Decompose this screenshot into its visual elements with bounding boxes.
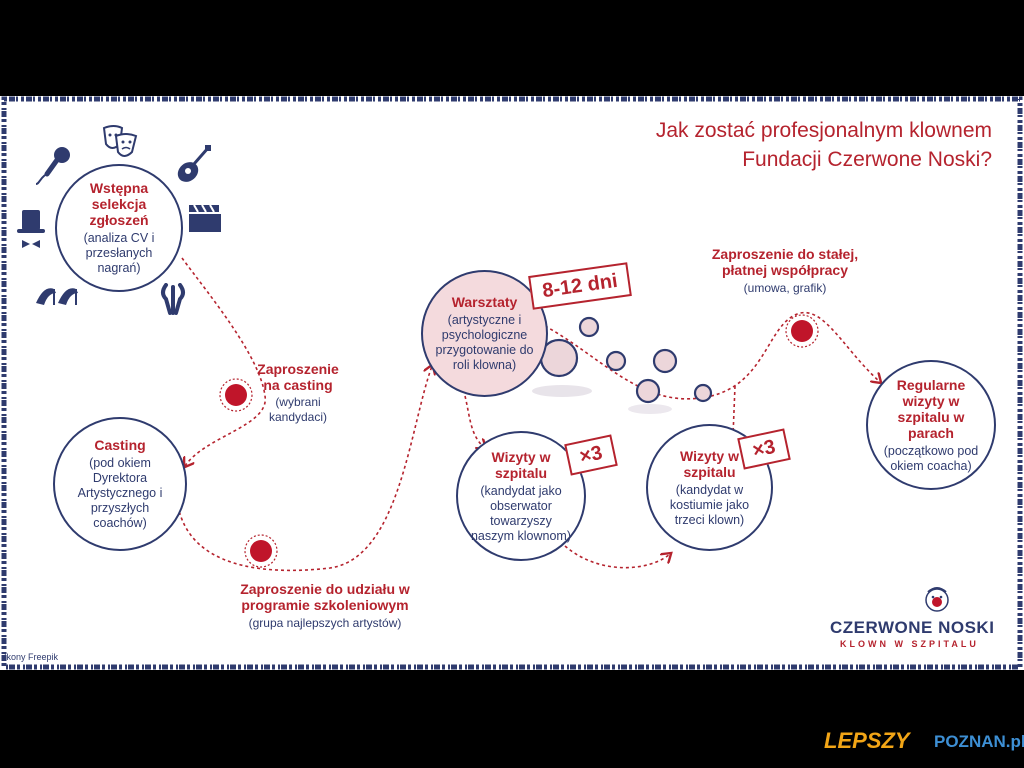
- node-visits-observer: Wizyty w szpitalu (kandydat jako obserwa…: [456, 431, 586, 561]
- logo-name: CZERWONE NOSKI: [830, 618, 995, 637]
- milestone-training-invite: Zaproszenie do udziału w programie szkol…: [220, 581, 430, 631]
- watermark-lepszy: LEPSZY: [824, 728, 910, 753]
- node-heading: Wizyty w szpitalu: [680, 447, 739, 480]
- juggling-clubs-icon: [161, 283, 185, 315]
- node-casting: Casting (pod okiem Dyrektora Artystyczne…: [53, 417, 187, 551]
- milestone-detail: (wybrani kandydaci): [268, 395, 328, 424]
- icons-credit: Ikony Freepik: [4, 652, 59, 662]
- heels-icon: [36, 288, 78, 305]
- milestone-heading: Zaproszenie do stałej, płatnej współprac…: [711, 246, 859, 278]
- process-paths: [177, 257, 1024, 572]
- node-initial-selection: Wstępna selekcja zgłoszeń (analiza CV i …: [55, 164, 183, 292]
- logo-tagline: KLOWN W SZPITALU: [840, 639, 979, 649]
- node-heading: Wstępna selekcja zgłoszeń: [89, 180, 149, 228]
- node-detail: (kandydat w kostiumie jako trzeci klown): [669, 482, 750, 527]
- title-line-1: Jak zostać profesjonalnym klownem: [655, 119, 992, 142]
- watermark-poznan: POZNAN.pl: [934, 732, 1024, 751]
- milestone-heading: Zaproszenie na casting: [257, 361, 339, 393]
- clown-nose-icon: [925, 587, 949, 612]
- node-workshops: Warsztaty (artystyczne i psychologiczne …: [421, 270, 548, 397]
- bubbles-decoration: [532, 316, 713, 414]
- milestone-dot-training: [244, 534, 278, 568]
- milestone-casting-invite: Zaproszenie na casting (wybrani kandydac…: [248, 361, 348, 425]
- infographic-panel: Jak zostać profesjonalnym klownem Fundac…: [0, 96, 1024, 670]
- node-detail: (pod okiem Dyrektora Artystycznego i prz…: [77, 456, 163, 530]
- title-line-2: Fundacji Czerwone Noski?: [742, 148, 992, 171]
- milestone-heading: Zaproszenie do udziału w programie szkol…: [240, 581, 410, 613]
- node-detail: (kandydat jako obserwator towarzyszy nas…: [470, 483, 572, 543]
- top-hat-icon: [17, 210, 45, 248]
- guitar-icon: [177, 145, 211, 182]
- microphone-icon: [35, 147, 70, 185]
- milestone-detail: (grupa najlepszych artystów): [248, 616, 402, 630]
- node-heading: Wizyty w szpitalu: [491, 448, 551, 481]
- node-detail: (artystyczne i psychologiczne przygotowa…: [435, 313, 534, 372]
- node-heading: Regularne wizyty w szpitalu w parach: [896, 376, 966, 441]
- milestone-dot-permanent: [785, 314, 819, 348]
- milestone-dot-casting: [219, 378, 253, 412]
- page-title: Jak zostać profesjonalnym klownem Fundac…: [656, 116, 992, 174]
- node-detail: (początkowo pod okiem coacha): [883, 443, 979, 473]
- node-heading: Casting: [94, 437, 146, 453]
- theater-masks-icon: [102, 125, 138, 157]
- clapperboard-icon: [189, 204, 221, 232]
- node-heading: Warsztaty: [451, 294, 518, 310]
- node-detail: (analiza CV i przesłanych nagrań): [83, 231, 155, 275]
- milestone-detail: (umowa, grafik): [743, 281, 827, 295]
- milestone-permanent-invite: Zaproszenie do stałej, płatnej współprac…: [710, 246, 860, 296]
- node-regular-visits: Regularne wizyty w szpitalu w parach (po…: [866, 360, 996, 490]
